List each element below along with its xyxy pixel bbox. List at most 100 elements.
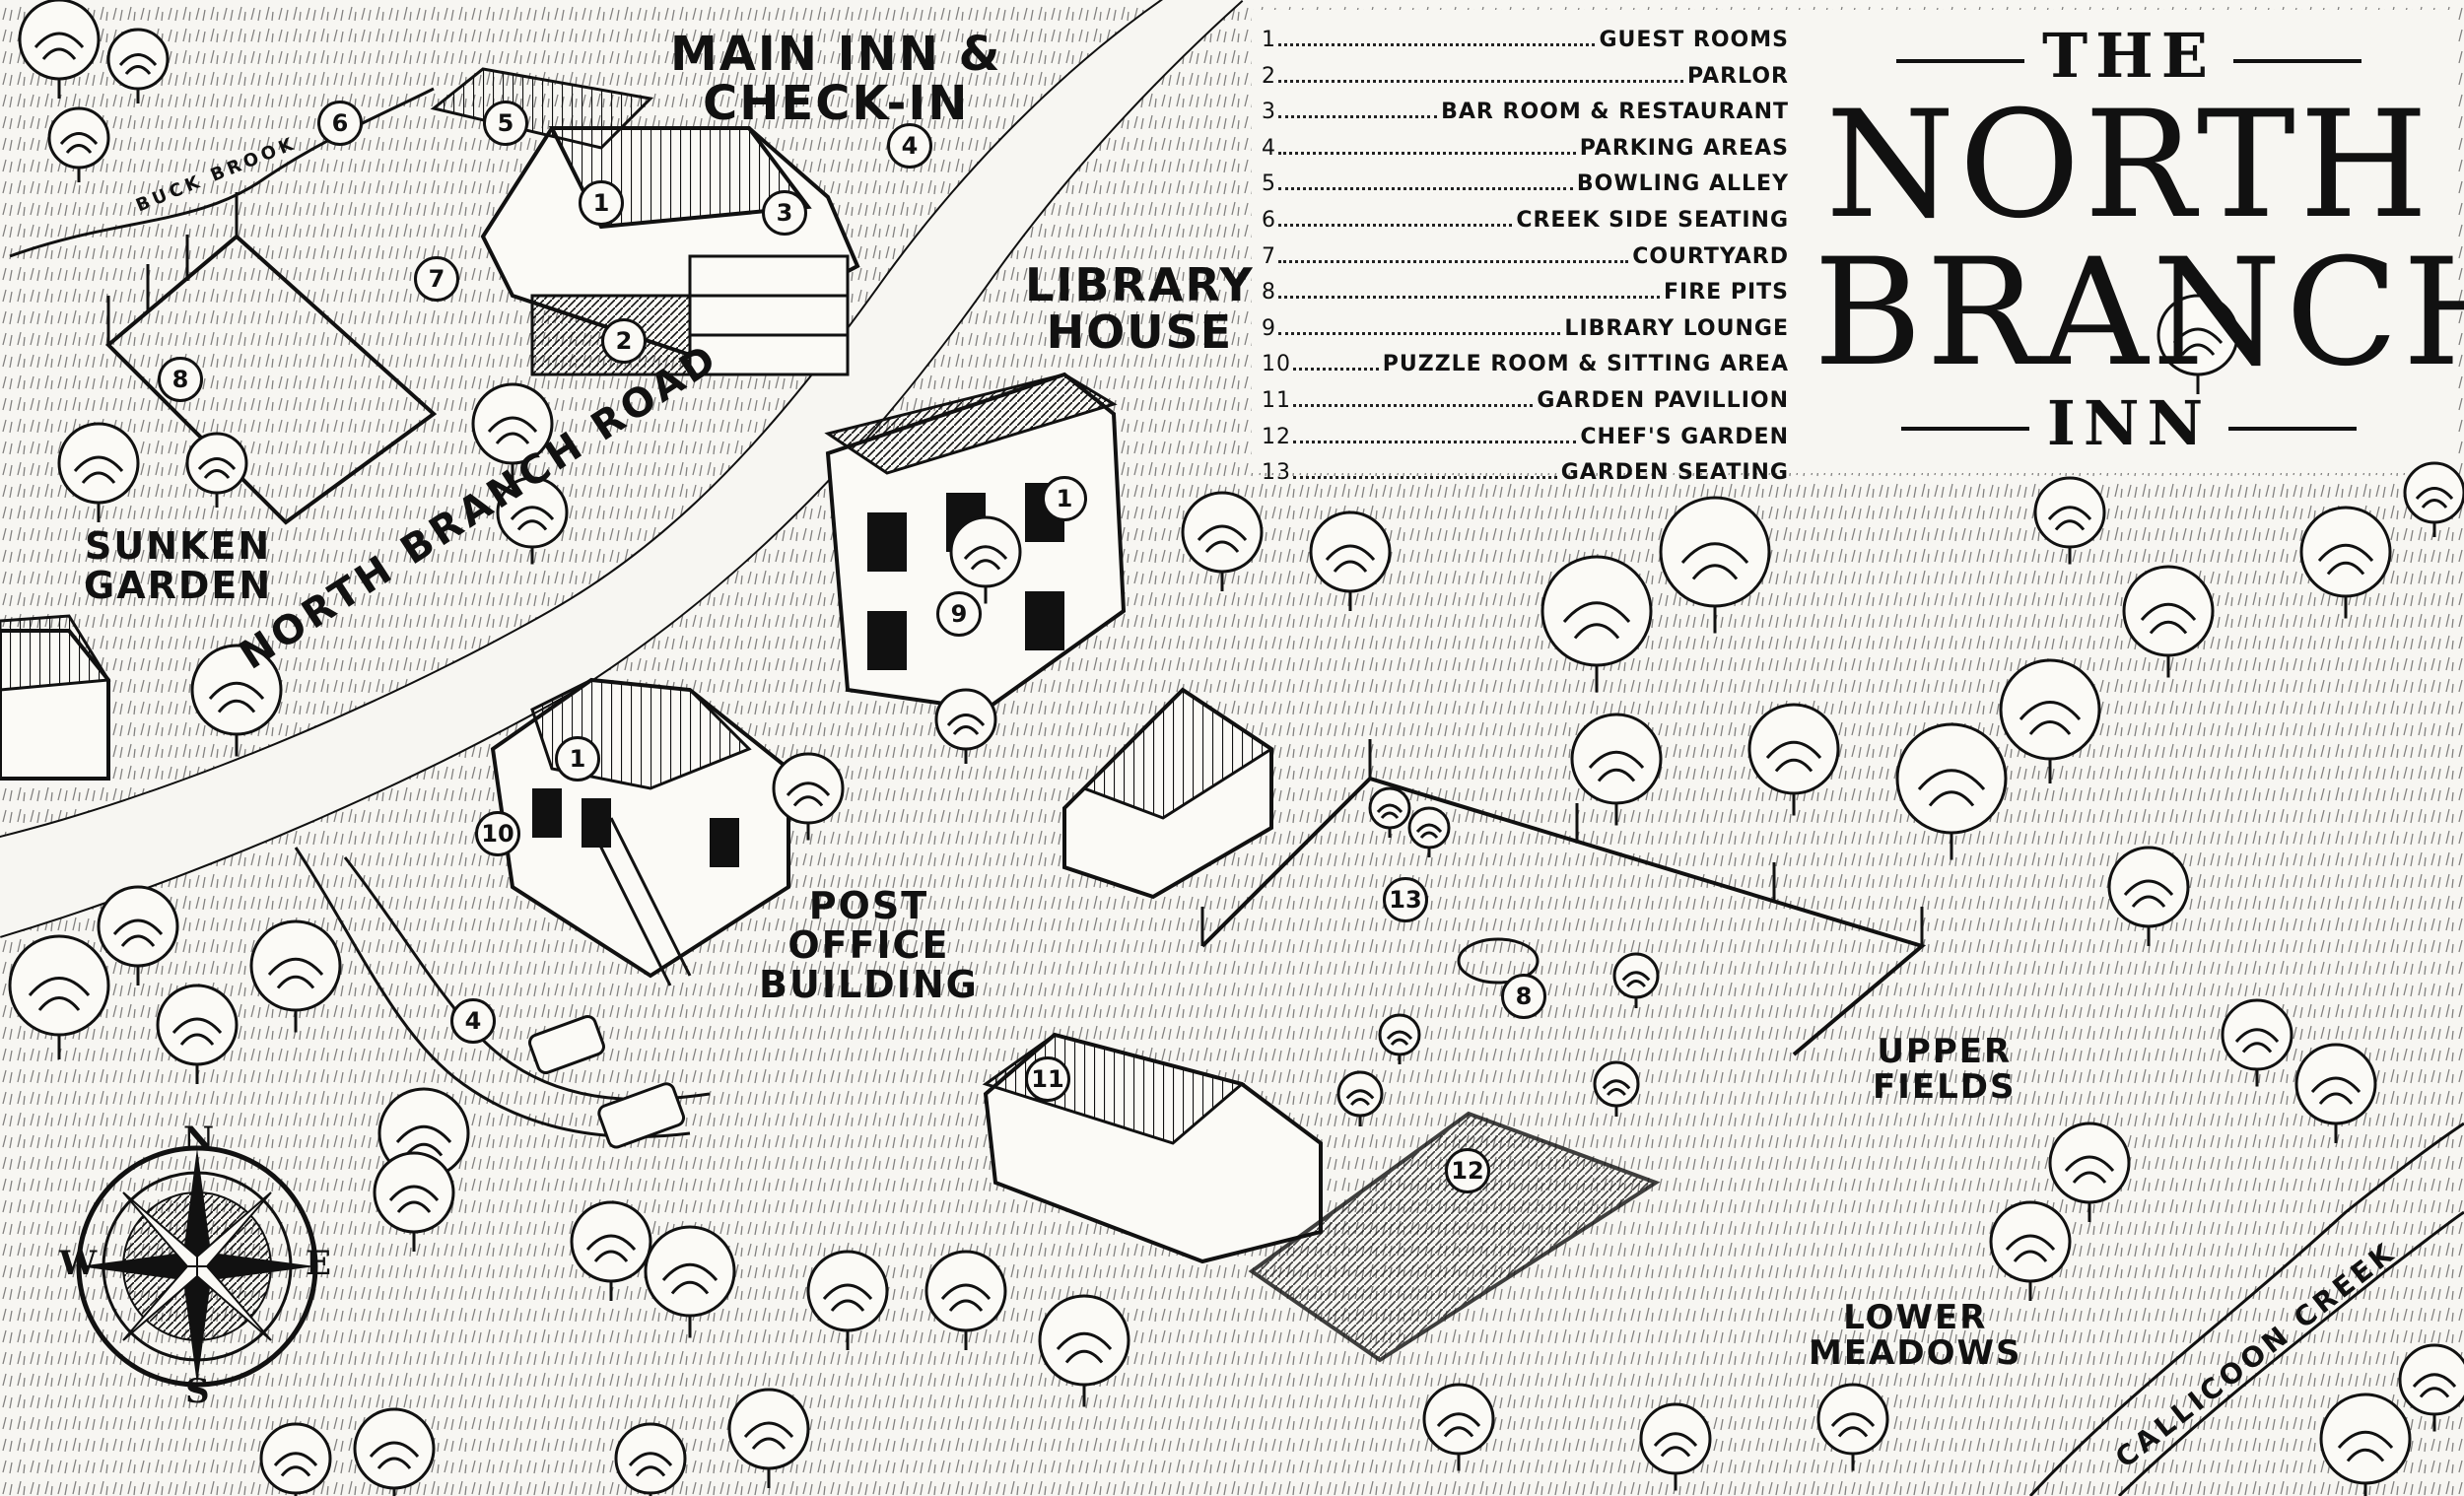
tree	[1747, 703, 1840, 795]
tree	[1612, 952, 1660, 999]
tree	[353, 1407, 436, 1490]
tree	[18, 0, 101, 81]
label-main-inn: MAIN INN & CHECK-IN	[670, 27, 1002, 132]
title-line-the: THE	[1814, 20, 2444, 92]
tree	[2319, 1393, 2412, 1485]
legend-number: 11	[1262, 387, 1291, 413]
tree	[185, 432, 248, 495]
tree	[1540, 555, 1653, 667]
legend-name: BOWLING ALLEY	[1576, 171, 1789, 197]
tree	[806, 1250, 889, 1332]
label-library-house: LIBRARY HOUSE	[1025, 258, 1255, 360]
tree	[924, 1250, 1007, 1332]
tree	[259, 1422, 332, 1495]
tree	[1309, 510, 1392, 593]
legend-leader-dots	[1293, 476, 1557, 480]
legend-name: PARKING AREAS	[1579, 135, 1789, 161]
tree	[1407, 806, 1451, 850]
tree	[249, 919, 342, 1012]
upper-field-fence	[1200, 739, 1927, 1056]
main-inn-building	[430, 67, 860, 376]
tree	[57, 422, 140, 505]
legend-name: PUZZLE ROOM & SITTING AREA	[1382, 352, 1789, 377]
legend-number: 5	[1262, 171, 1276, 197]
map-marker: 4	[887, 123, 932, 169]
legend-number: 2	[1262, 63, 1276, 89]
tree	[2107, 846, 2190, 928]
label-post-office: POST OFFICE BUILDING	[759, 884, 979, 1006]
legend-number: 10	[1262, 352, 1291, 377]
legend-number: 8	[1262, 280, 1276, 306]
legend-name: LIBRARY LOUNGE	[1564, 315, 1789, 341]
map-marker: 11	[1025, 1056, 1070, 1102]
legend-item: 8 FIRE PITS	[1262, 280, 1789, 316]
map-marker: 13	[1383, 877, 1428, 922]
map-marker: 2	[601, 318, 647, 364]
legend-leader-dots	[1278, 259, 1629, 263]
label-upper-fields: UPPER FIELDS	[1873, 1032, 2017, 1107]
legend-leader-dots	[1278, 79, 1684, 83]
tree	[373, 1151, 455, 1234]
tree	[1181, 491, 1264, 574]
tree	[2048, 1122, 2131, 1204]
label-sunken-garden: SUNKEN GARDEN	[84, 524, 273, 607]
map-title: THE NORTH BRANCH INN	[1814, 20, 2464, 459]
compass-east-label: E	[306, 1244, 331, 1283]
legend-leader-dots	[1278, 223, 1513, 227]
legend-name: BAR ROOM & RESTAURANT	[1441, 100, 1789, 125]
legend-item: 4 PARKING AREAS	[1262, 136, 1789, 172]
legend-leader-dots	[1278, 187, 1573, 191]
map-marker: 1	[579, 180, 624, 226]
tree	[1422, 1383, 1495, 1456]
map-marker: 12	[1445, 1148, 1490, 1193]
tree	[2299, 506, 2392, 598]
tree	[727, 1388, 810, 1470]
compass-rose	[76, 1145, 318, 1388]
tree	[8, 934, 110, 1037]
small-house-left	[0, 614, 111, 781]
tree	[1368, 786, 1411, 830]
legend-name: COURTYARD	[1632, 243, 1789, 269]
title-panel-bg	[1252, 10, 2454, 473]
compass-west-label: W	[59, 1244, 98, 1283]
compass-south-label: S	[185, 1372, 210, 1411]
title-line-branch: BRANCH	[1814, 228, 2464, 399]
map-marker: 10	[475, 811, 520, 856]
trees	[8, 0, 2464, 1496]
tree	[156, 984, 239, 1066]
legend-item: 2 PARLOR	[1262, 64, 1789, 101]
legend-leader-dots	[1278, 43, 1596, 46]
legend-number: 13	[1262, 460, 1291, 486]
legend-name: GARDEN SEATING	[1560, 460, 1789, 486]
legend-leader-dots	[1278, 331, 1561, 335]
tree	[1378, 1013, 1421, 1056]
legend-name: PARLOR	[1687, 63, 1789, 89]
chefs-garden	[1248, 1111, 1661, 1363]
map-marker: 7	[414, 256, 459, 302]
map-marker: 9	[936, 591, 982, 637]
tree	[2403, 461, 2464, 524]
label-lower-meadows: LOWER MEADOWS	[1809, 1298, 2022, 1373]
tree	[2122, 565, 2215, 657]
tree	[1659, 496, 1771, 608]
legend-number: 1	[1262, 28, 1276, 52]
tree	[772, 752, 845, 825]
tree	[97, 885, 179, 968]
tree	[2221, 998, 2293, 1071]
legend-number: 4	[1262, 135, 1276, 161]
legend-leader-dots	[1278, 115, 1438, 119]
tree	[1989, 1200, 2072, 1283]
legend-leader-dots	[1278, 151, 1576, 155]
tree	[1593, 1060, 1640, 1108]
tree	[1816, 1383, 1889, 1456]
compass-north-label: N	[183, 1120, 215, 1159]
legend-name: FIRE PITS	[1663, 280, 1789, 306]
tree	[2398, 1343, 2464, 1416]
